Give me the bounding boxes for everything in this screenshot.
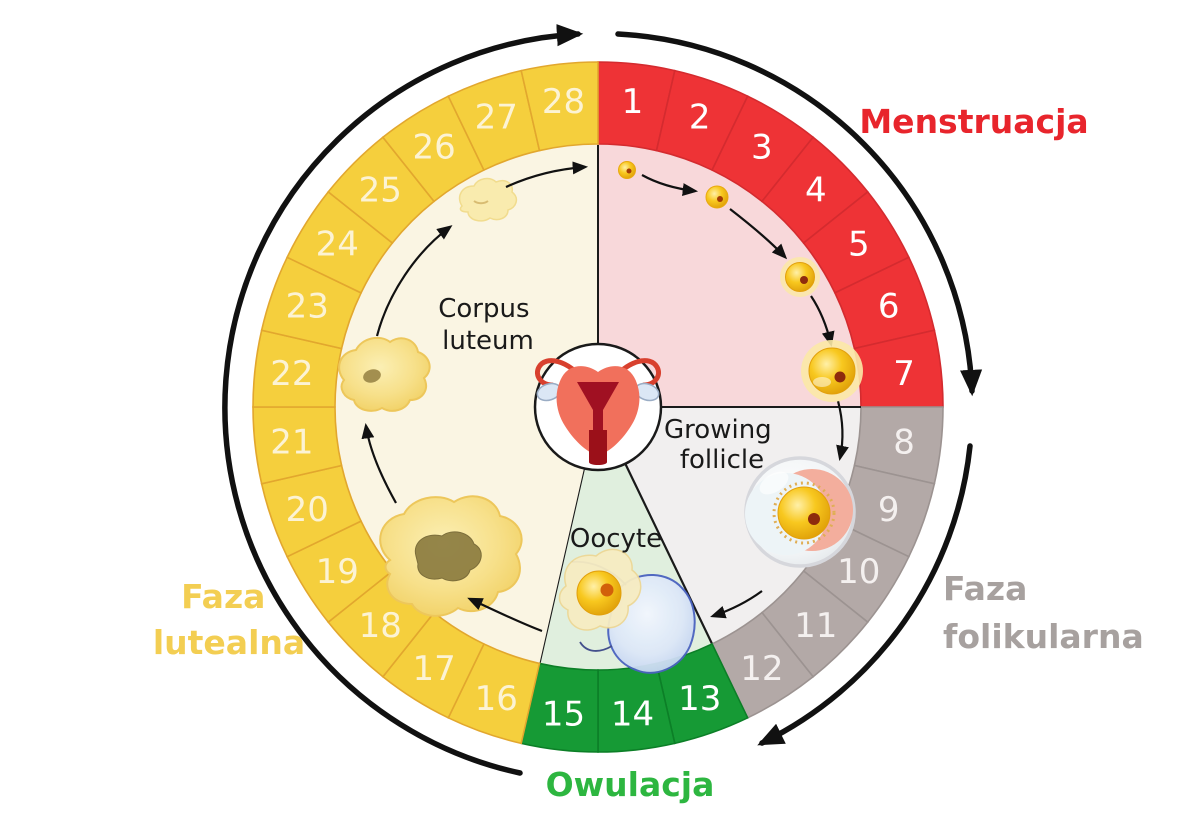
- label-menstruation: Menstruacja: [859, 102, 1088, 141]
- label-growing-follicle-line2: follicle: [680, 445, 764, 475]
- inner-sector-menstruation: [598, 143, 862, 407]
- label-luteal: Faza lutealna: [153, 577, 305, 662]
- uterus-tube-left: [535, 358, 587, 388]
- label-follicular-line1: Faza: [943, 569, 1027, 608]
- arrow-follicle2-to-follicle3: [729, 208, 788, 260]
- day-number-22: 22: [270, 354, 313, 394]
- center-uterus: [533, 342, 663, 472]
- uterus-tube-right: [609, 358, 661, 388]
- follicle-growth-illustrations: [618, 161, 863, 402]
- day-number-17: 17: [412, 649, 455, 689]
- growing-follicle-ovum: [777, 486, 831, 540]
- day-number-8: 8: [893, 423, 915, 463]
- day-number-1: 1: [622, 82, 644, 122]
- day-number-28: 28: [542, 82, 585, 122]
- day-number-6: 6: [878, 287, 900, 327]
- oocyte-illustration: [558, 548, 696, 674]
- corpus-luteum-medium: [338, 336, 431, 412]
- growing-follicle-gloss: [759, 471, 789, 495]
- label-luteal-line1: Faza: [181, 577, 265, 616]
- arrow-degenerating-to-follicle1: [505, 161, 589, 189]
- day-number-27: 27: [475, 98, 518, 138]
- day-number-25: 25: [359, 170, 402, 210]
- day-number-26: 26: [412, 127, 455, 167]
- day-number-19: 19: [316, 552, 359, 592]
- outer-cycle-arrows: [222, 24, 983, 776]
- label-luteal-line2: lutealna: [153, 623, 305, 662]
- day-number-24: 24: [316, 224, 359, 264]
- diagram-labels: Menstruacja Faza folikularna Owulacja Fa…: [153, 102, 1144, 804]
- corpus-luteum-degenerating-mark: [473, 200, 489, 205]
- corpus-luteum-large-core: [414, 531, 482, 582]
- day-number-5: 5: [848, 224, 870, 264]
- arrow-medium-to-degenerating: [375, 225, 453, 337]
- label-follicular: Faza folikularna: [943, 569, 1144, 656]
- day-number-16: 16: [475, 679, 518, 719]
- arrow-follicle3-to-follicle4: [810, 295, 835, 347]
- uterus-cervix: [589, 430, 607, 465]
- corpus-luteum-degenerating: [458, 177, 518, 222]
- label-corpus-luteum: Corpus luteum: [438, 294, 538, 356]
- label-growing-follicle-line1: Growing: [664, 415, 772, 445]
- day-number-18: 18: [359, 606, 402, 646]
- label-follicular-line2: folikularna: [943, 617, 1144, 656]
- oocyte-nucleus: [600, 583, 614, 597]
- day-number-12: 12: [740, 649, 783, 689]
- day-segment-28: [520, 61, 599, 152]
- growing-follicle-corona: [772, 481, 836, 545]
- arrow-oocyte-to-luteum: [467, 597, 543, 633]
- inner-progression-arrows: [361, 161, 849, 633]
- follicle-stage-3: [785, 262, 815, 292]
- follicle-stage-4-highlight: [813, 377, 831, 387]
- day-number-7: 7: [893, 354, 915, 394]
- follicle-stage-1-nucleus: [626, 168, 632, 174]
- follicle-stage-2-nucleus: [717, 196, 723, 202]
- growing-follicle-nucleus: [808, 513, 820, 525]
- day-number-3: 3: [751, 127, 773, 167]
- label-ovulation: Owulacja: [546, 765, 715, 804]
- follicle-stage-4-nucleus: [834, 371, 846, 383]
- arrow-growing-to-oocyte: [710, 590, 763, 619]
- oocyte-tail-lower: [579, 641, 613, 652]
- oocyte-egg: [576, 570, 622, 616]
- day-number-13: 13: [678, 679, 721, 719]
- cycle-arrow-right-bottom: [757, 443, 973, 746]
- day-number-20: 20: [286, 490, 329, 530]
- day-number-9: 9: [878, 490, 900, 530]
- cycle-arrow-right-top: [615, 31, 983, 397]
- label-corpus-luteum-line1: Corpus: [438, 294, 529, 324]
- arrow-luteum-to-medium: [361, 422, 397, 504]
- day-number-11: 11: [794, 606, 837, 646]
- cycle-arrow-left: [222, 24, 584, 776]
- label-corpus-luteum-line2: luteum: [442, 326, 534, 356]
- arrow-follicle4-to-growing: [836, 400, 849, 462]
- day-number-10: 10: [837, 552, 880, 592]
- label-oocyte: Oocyte: [570, 524, 662, 554]
- day-number-21: 21: [270, 423, 313, 463]
- label-growing-follicle: Growing follicle: [664, 415, 780, 475]
- follicle-stage-4: [808, 347, 856, 395]
- follicle-stage-2: [705, 185, 729, 209]
- day-number-14: 14: [611, 694, 654, 734]
- sector-divider-lines: [597, 145, 861, 408]
- day-number-4: 4: [805, 170, 827, 210]
- uterus-cavity: [577, 382, 619, 430]
- day-number-15: 15: [542, 694, 585, 734]
- corpus-luteum-medium-core: [363, 369, 381, 383]
- day-number-23: 23: [286, 287, 329, 327]
- arrow-follicle1-to-follicle2: [641, 174, 699, 196]
- corpus-luteum-illustrations: [338, 177, 523, 617]
- day-number-2: 2: [689, 98, 711, 138]
- follicle-stage-3-nucleus: [800, 276, 808, 284]
- growing-follicle-illustration: [744, 456, 856, 568]
